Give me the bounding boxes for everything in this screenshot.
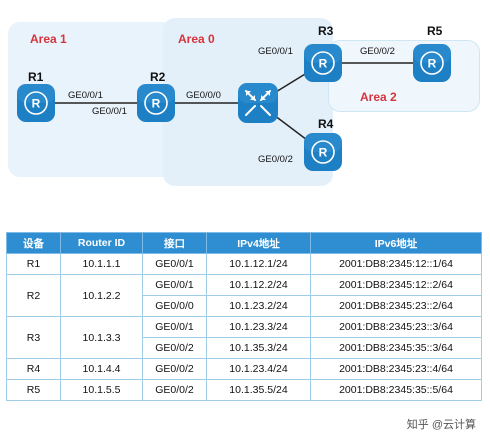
router-r5-icon xyxy=(412,43,452,83)
port-r2-ge000: GE0/0/0 xyxy=(186,90,221,101)
table-row: R2 10.1.2.2 GE0/0/1 10.1.12.2/24 2001:DB… xyxy=(6,274,482,317)
table-row: R3 10.1.3.3 GE0/0/1 10.1.23.3/24 2001:DB… xyxy=(6,316,482,359)
cell-interface: GE0/0/0 xyxy=(142,295,207,317)
router-r2-icon xyxy=(136,83,176,123)
network-topology: R xyxy=(16,43,452,172)
router-r1-icon xyxy=(16,83,56,123)
table-row: R5 10.1.5.5 GE0/0/2 10.1.35.5/24 2001:DB… xyxy=(6,379,482,401)
router-r3-label: R3 xyxy=(318,24,334,38)
cell-interface: GE0/0/2 xyxy=(142,379,207,401)
cell-interface: GE0/0/1 xyxy=(142,316,207,338)
cell-device: R2 xyxy=(6,274,61,317)
cell-interface: GE0/0/1 xyxy=(142,274,207,296)
cell-ipv6: 2001:DB8:2345:12::2/64 xyxy=(310,274,482,296)
switch-icon xyxy=(238,83,278,123)
port-r3-ge002: GE0/0/2 xyxy=(360,46,395,57)
watermark: 知乎 @云计算 xyxy=(402,415,480,433)
cell-ipv6: 2001:DB8:2345:35::3/64 xyxy=(310,337,482,359)
cell-ipv6: 2001:DB8:2345:12::1/64 xyxy=(310,253,482,275)
area-0-label: Area 0 xyxy=(178,32,215,46)
port-r1-ge001: GE0/0/1 xyxy=(68,90,103,101)
table-row: GE0/0/2 10.1.35.3/24 2001:DB8:2345:35::3… xyxy=(7,337,482,359)
cell-router-id: 10.1.1.1 xyxy=(60,253,143,275)
area-2-label: Area 2 xyxy=(360,90,397,104)
cell-interface: GE0/0/2 xyxy=(142,358,207,380)
port-r2-ge001: GE0/0/1 xyxy=(92,106,127,117)
cell-ipv4: 10.1.23.3/24 xyxy=(206,316,311,338)
cell-router-id: 10.1.5.5 xyxy=(60,379,143,401)
port-r4-ge002: GE0/0/2 xyxy=(258,154,293,165)
cell-router-id: 10.1.4.4 xyxy=(60,358,143,380)
cell-interface: GE0/0/1 xyxy=(142,253,207,275)
cell-device: R1 xyxy=(6,253,61,275)
cell-device: R4 xyxy=(6,358,61,380)
cell-ipv4: 10.1.12.1/24 xyxy=(206,253,311,275)
router-r3-icon xyxy=(303,43,343,83)
area-1-label: Area 1 xyxy=(30,32,67,46)
cell-ipv6: 2001:DB8:2345:35::5/64 xyxy=(310,379,482,401)
cell-ipv6: 2001:DB8:2345:23::4/64 xyxy=(310,358,482,380)
table-row: R1 10.1.1.1 GE0/0/1 10.1.12.1/24 2001:DB… xyxy=(6,253,482,275)
cell-ipv4: 10.1.35.3/24 xyxy=(206,337,311,359)
table-row: R4 10.1.4.4 GE0/0/2 10.1.23.4/24 2001:DB… xyxy=(6,358,482,380)
header-ipv6: IPv6地址 xyxy=(310,232,482,254)
header-interface: 接口 xyxy=(142,232,207,254)
port-r3-ge001: GE0/0/1 xyxy=(258,46,293,57)
cell-ipv6: 2001:DB8:2345:23::2/64 xyxy=(310,295,482,317)
cell-ipv6: 2001:DB8:2345:23::3/64 xyxy=(310,316,482,338)
header-ipv4: IPv4地址 xyxy=(206,232,311,254)
router-r4-label: R4 xyxy=(318,117,334,131)
cell-ipv4: 10.1.12.2/24 xyxy=(206,274,311,296)
cell-router-id: 10.1.2.2 xyxy=(60,274,143,317)
router-r4-icon xyxy=(303,132,343,172)
cell-interface: GE0/0/2 xyxy=(142,337,207,359)
address-table: 设备 Router ID 接口 IPv4地址 IPv6地址 R1 10.1.1.… xyxy=(6,232,482,401)
table-row: GE0/0/0 10.1.23.2/24 2001:DB8:2345:23::2… xyxy=(7,295,482,317)
cell-ipv4: 10.1.35.5/24 xyxy=(206,379,311,401)
cell-device: R3 xyxy=(6,316,61,359)
cell-ipv4: 10.1.23.4/24 xyxy=(206,358,311,380)
router-r5-label: R5 xyxy=(427,24,443,38)
cell-ipv4: 10.1.23.2/24 xyxy=(206,295,311,317)
table-header-row: 设备 Router ID 接口 IPv4地址 IPv6地址 xyxy=(6,232,482,254)
cell-router-id: 10.1.3.3 xyxy=(60,316,143,359)
header-router-id: Router ID xyxy=(60,232,143,254)
cell-device: R5 xyxy=(6,379,61,401)
router-r2-label: R2 xyxy=(150,70,166,84)
router-r1-label: R1 xyxy=(28,70,44,84)
header-device: 设备 xyxy=(6,232,61,254)
